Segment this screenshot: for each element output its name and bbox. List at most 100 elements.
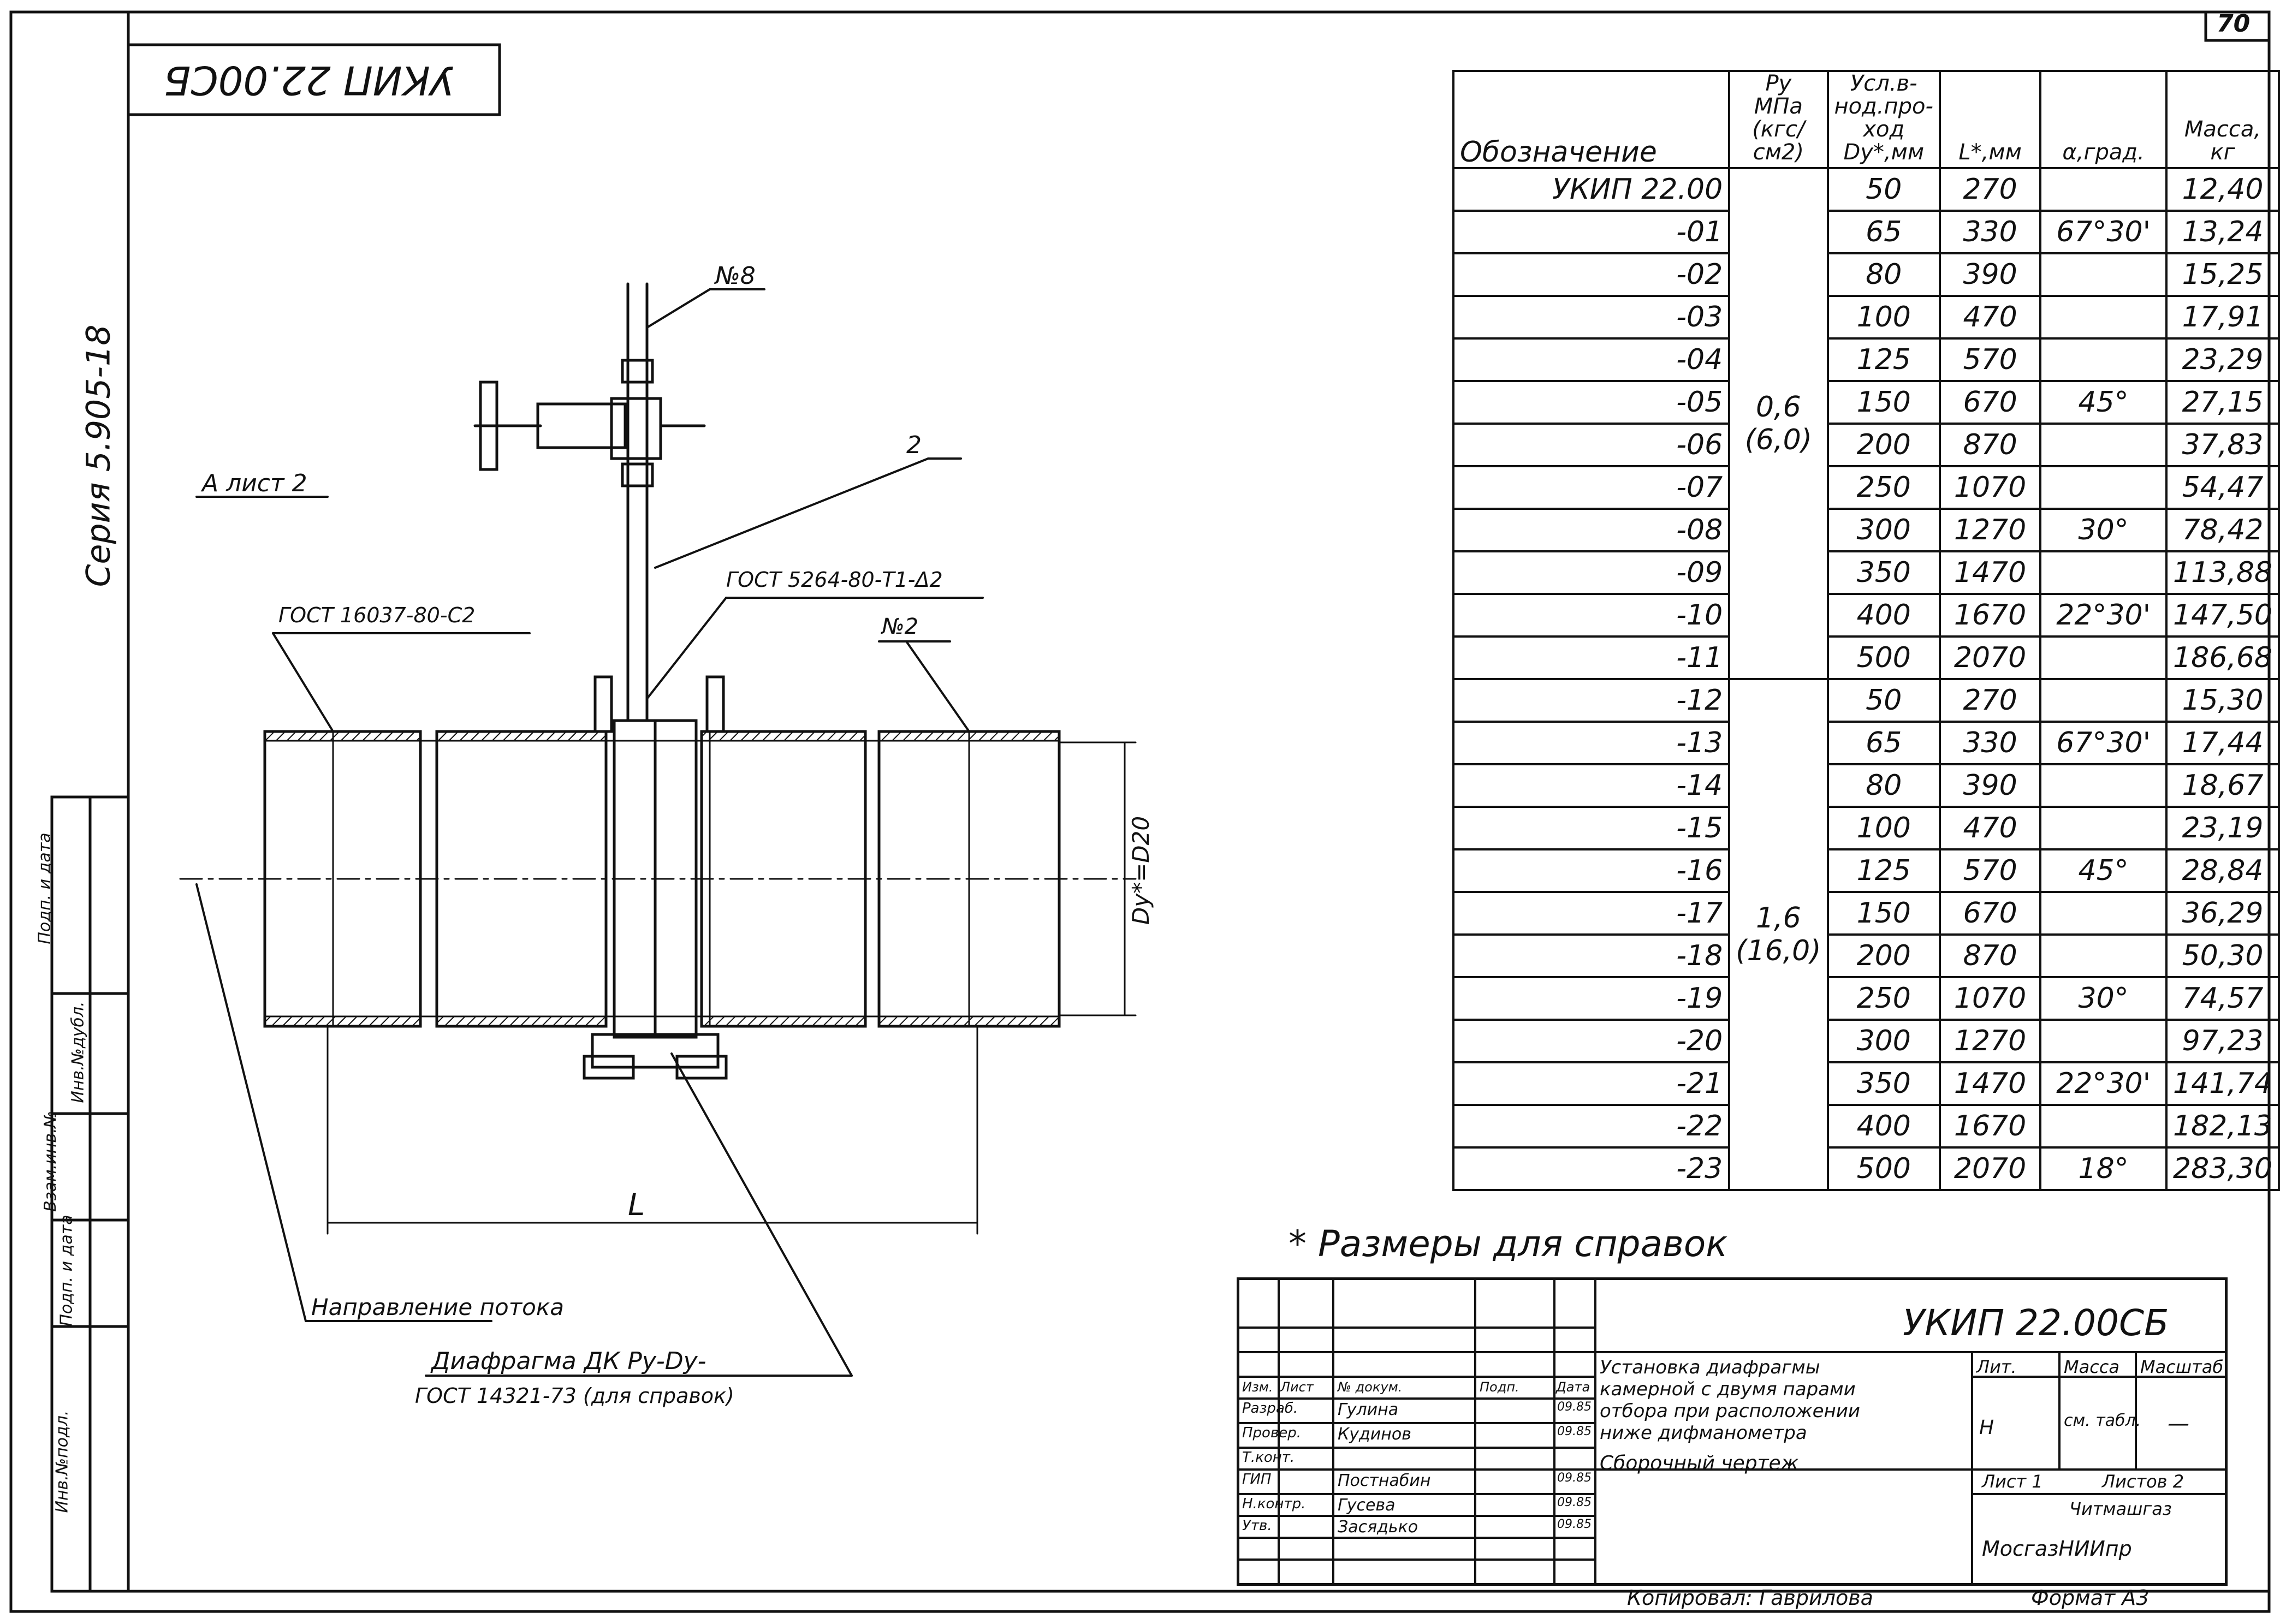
tb-hdr-izm: Изм. [1242, 1379, 1273, 1395]
cell-angle [2039, 763, 2168, 808]
cell-mass: 147,50 [2165, 593, 2280, 638]
tb-hdr-date: Дата [1556, 1379, 1590, 1395]
cell-mass: 283,30 [2165, 1146, 2280, 1191]
diaphragm-label: Диафрагма ДК Pу-Dу- [431, 1347, 706, 1375]
tb-hdr-sign: Подп. [1480, 1379, 1519, 1395]
cell-l: 870 [1938, 423, 2042, 467]
cell-designation: -14 [1452, 763, 1731, 808]
cell-designation: -16 [1452, 848, 1731, 893]
cell-designation: -01 [1452, 210, 1731, 254]
tb-hdr-doc: № докум. [1338, 1379, 1403, 1395]
tb-role: Утв. [1242, 1518, 1272, 1534]
cell-mass: 182,13 [2165, 1104, 2280, 1149]
cell-designation: -22 [1452, 1104, 1731, 1149]
cell-mass: 74,57 [2165, 976, 2280, 1021]
cell-designation: УКИП 22.00 [1452, 167, 1731, 212]
cell-dy: 125 [1826, 337, 1941, 382]
cell-dy: 80 [1826, 252, 1941, 297]
cell-designation: -11 [1452, 635, 1731, 680]
cell-mass: 78,42 [2165, 508, 2280, 552]
tb-role: Н.контр. [1242, 1496, 1306, 1512]
tb-description-1: Установка диафрагмы [1600, 1357, 1820, 1378]
header-mass: Масса,кг [2165, 70, 2280, 169]
cell-l: 330 [1938, 721, 2042, 765]
cell-angle: 45° [2039, 848, 2168, 893]
cell-dy: 350 [1826, 1061, 1941, 1106]
cell-designation: -15 [1452, 806, 1731, 850]
cell-mass: 186,68 [2165, 635, 2280, 680]
tb-scale-value: — [2168, 1411, 2189, 1436]
cell-angle [2039, 295, 2168, 340]
sheet-number: 70 [2217, 10, 2251, 38]
cell-designation: -12 [1452, 678, 1731, 723]
tb-doc-type: Сборочный чертеж [1600, 1452, 1799, 1474]
cell-designation: -04 [1452, 337, 1731, 382]
cell-designation: -17 [1452, 891, 1731, 936]
cell-mass: 50,30 [2165, 933, 2280, 978]
header-l: L*,мм [1938, 70, 2042, 169]
cell-l: 270 [1938, 167, 2042, 212]
header-designation: Обозначение [1452, 70, 1731, 169]
cell-designation: -02 [1452, 252, 1731, 297]
cell-mass: 13,24 [2165, 210, 2280, 254]
cell-mass: 37,83 [2165, 423, 2280, 467]
cell-l: 870 [1938, 933, 2042, 978]
cell-mass: 23,29 [2165, 337, 2280, 382]
cell-l: 570 [1938, 337, 2042, 382]
diaphragm-standard: ГОСТ 14321-73 (для справок) [415, 1384, 734, 1408]
cell-designation: -07 [1452, 465, 1731, 510]
cell-angle [2039, 465, 2168, 510]
cell-dy: 500 [1826, 635, 1941, 680]
cell-dy: 200 [1826, 423, 1941, 467]
cell-l: 1270 [1938, 508, 2042, 552]
tb-sheet: Лист 1 [1982, 1471, 2043, 1492]
side-label-dup-inv: Инв.№дубл. [68, 1001, 88, 1103]
cell-designation: -19 [1452, 976, 1731, 1021]
tb-role: ГИП [1242, 1471, 1272, 1488]
cell-designation: -20 [1452, 1019, 1731, 1063]
cell-angle: 22°30' [2039, 593, 2168, 638]
cell-l: 1670 [1938, 1104, 2042, 1149]
tb-person-date: 09.85 [1557, 1496, 1592, 1509]
cell-mass: 141,74 [2165, 1061, 2280, 1106]
side-label-sign-date-1: Подп. и дата [35, 832, 55, 944]
cell-angle [2039, 635, 2168, 680]
cell-l: 2070 [1938, 1146, 2042, 1191]
tb-person-date: 09.85 [1557, 1471, 1592, 1485]
cell-dy: 80 [1826, 763, 1941, 808]
cell-angle: 45° [2039, 380, 2168, 425]
cell-designation: -13 [1452, 721, 1731, 765]
cell-designation: -05 [1452, 380, 1731, 425]
dimension-l: L [628, 1187, 645, 1223]
cell-l: 1470 [1938, 550, 2042, 595]
side-label-orig-inv: Инв.№подл. [52, 1410, 72, 1513]
cell-dy: 65 [1826, 210, 1941, 254]
tb-person-name: Засядько [1338, 1518, 1418, 1537]
cell-angle [2039, 423, 2168, 467]
callout-weld2: ГОСТ 5264-80-Т1-Δ2 [726, 568, 943, 592]
tb-org1: Читмашгаз [2069, 1498, 2172, 1519]
cell-dy: 300 [1826, 1019, 1941, 1063]
cell-l: 1470 [1938, 1061, 2042, 1106]
cell-l: 1270 [1938, 1019, 2042, 1063]
cell-l: 390 [1938, 252, 2042, 297]
cell-angle [2039, 806, 2168, 850]
tb-col-lit: Лит. [1976, 1357, 2017, 1377]
callout-item-no2: №2 [882, 614, 919, 639]
cell-dy: 200 [1826, 933, 1941, 978]
cell-pressure-group: 1,6(16,0) [1728, 678, 1829, 1191]
stamp-code-mirrored: УКИП 22.00СБ [164, 57, 454, 103]
cell-designation: -23 [1452, 1146, 1731, 1191]
